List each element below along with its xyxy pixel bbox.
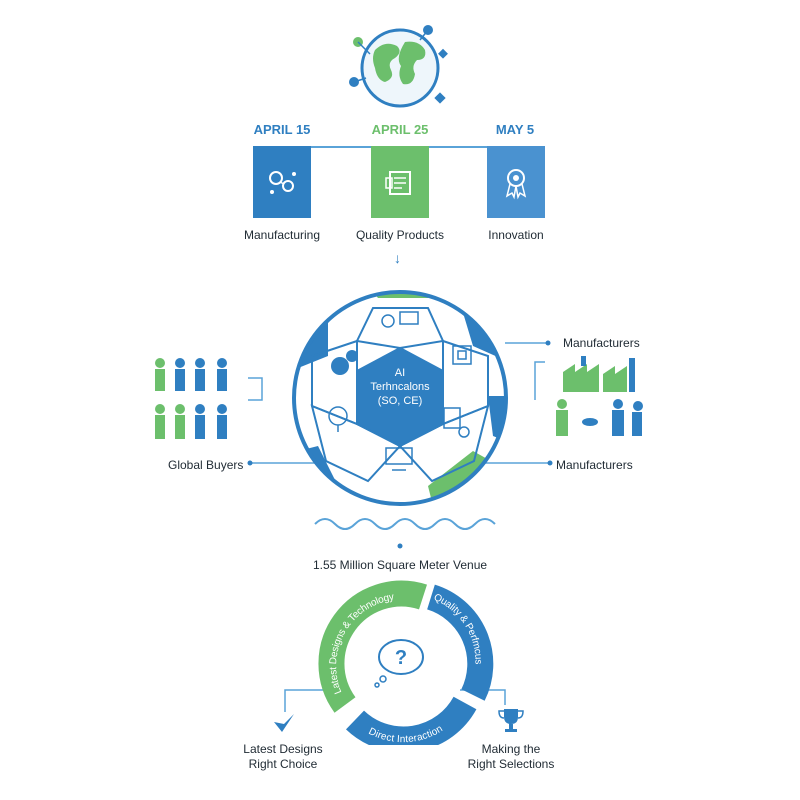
bottom-right-label: Making the Right Selections bbox=[446, 742, 576, 772]
phase-box-manufacturing bbox=[253, 146, 311, 218]
bottom-left-line-2: Right Choice bbox=[248, 757, 318, 771]
bottom-right-line-2: Right Selections bbox=[467, 757, 555, 771]
lightbulb-icon bbox=[328, 406, 348, 432]
down-arrow-icon: ↓ bbox=[394, 250, 401, 266]
center-line-1: AI bbox=[394, 367, 406, 379]
buyers-people-icon bbox=[155, 358, 227, 439]
phase-label-innovation: Innovation bbox=[488, 228, 544, 242]
document-chart-icon bbox=[385, 171, 411, 195]
lock-computer-icon bbox=[381, 311, 419, 328]
handshake-people-icon bbox=[556, 399, 643, 436]
phase-box-innovation bbox=[487, 146, 545, 218]
chip-icon bbox=[452, 345, 472, 365]
svg-text:?: ? bbox=[395, 647, 407, 669]
timeline-date-2: APRIL 25 bbox=[371, 122, 429, 137]
soccer-ball-hub bbox=[292, 290, 508, 506]
manufacturers-bottom-label: Manufacturers bbox=[556, 458, 633, 472]
phase-label-manufacturing: Manufacturing bbox=[243, 228, 321, 242]
phase-label-quality: Quality Products bbox=[355, 228, 445, 242]
cycle-diagram: Latest Designs & Technology Quality & Pe… bbox=[318, 580, 494, 745]
checklist-icon bbox=[443, 407, 470, 438]
factory-icon bbox=[563, 356, 635, 392]
timeline-date-3: MAY 5 bbox=[495, 122, 535, 137]
global-buyers-label: Global Buyers bbox=[168, 458, 244, 472]
bottom-left-label: Latest Designs Right Choice bbox=[218, 742, 348, 772]
timeline-date-1: APRIL 15 bbox=[253, 122, 311, 137]
center-title: AI Terhncalons (SO, CE) bbox=[345, 366, 455, 408]
bottom-left-line-1: Latest Designs bbox=[243, 742, 323, 756]
monitor-icon bbox=[385, 447, 413, 471]
award-ribbon-icon bbox=[505, 169, 527, 200]
globe-icon bbox=[349, 25, 448, 108]
trophy-icon bbox=[498, 709, 524, 732]
bottom-right-line-1: Making the bbox=[481, 742, 541, 756]
gears-icon bbox=[331, 350, 358, 375]
center-line-3: (SO, CE) bbox=[377, 395, 423, 407]
check-icon bbox=[274, 714, 294, 732]
center-line-2: Terhncalons bbox=[370, 381, 430, 393]
venue-label: 1.55 Million Square Meter Venue bbox=[312, 558, 488, 572]
manufacturers-top-label: Manufacturers bbox=[563, 336, 640, 350]
phase-box-quality bbox=[371, 146, 429, 218]
gears-network-icon bbox=[269, 171, 296, 194]
question-bubble-icon: ? bbox=[374, 639, 424, 688]
